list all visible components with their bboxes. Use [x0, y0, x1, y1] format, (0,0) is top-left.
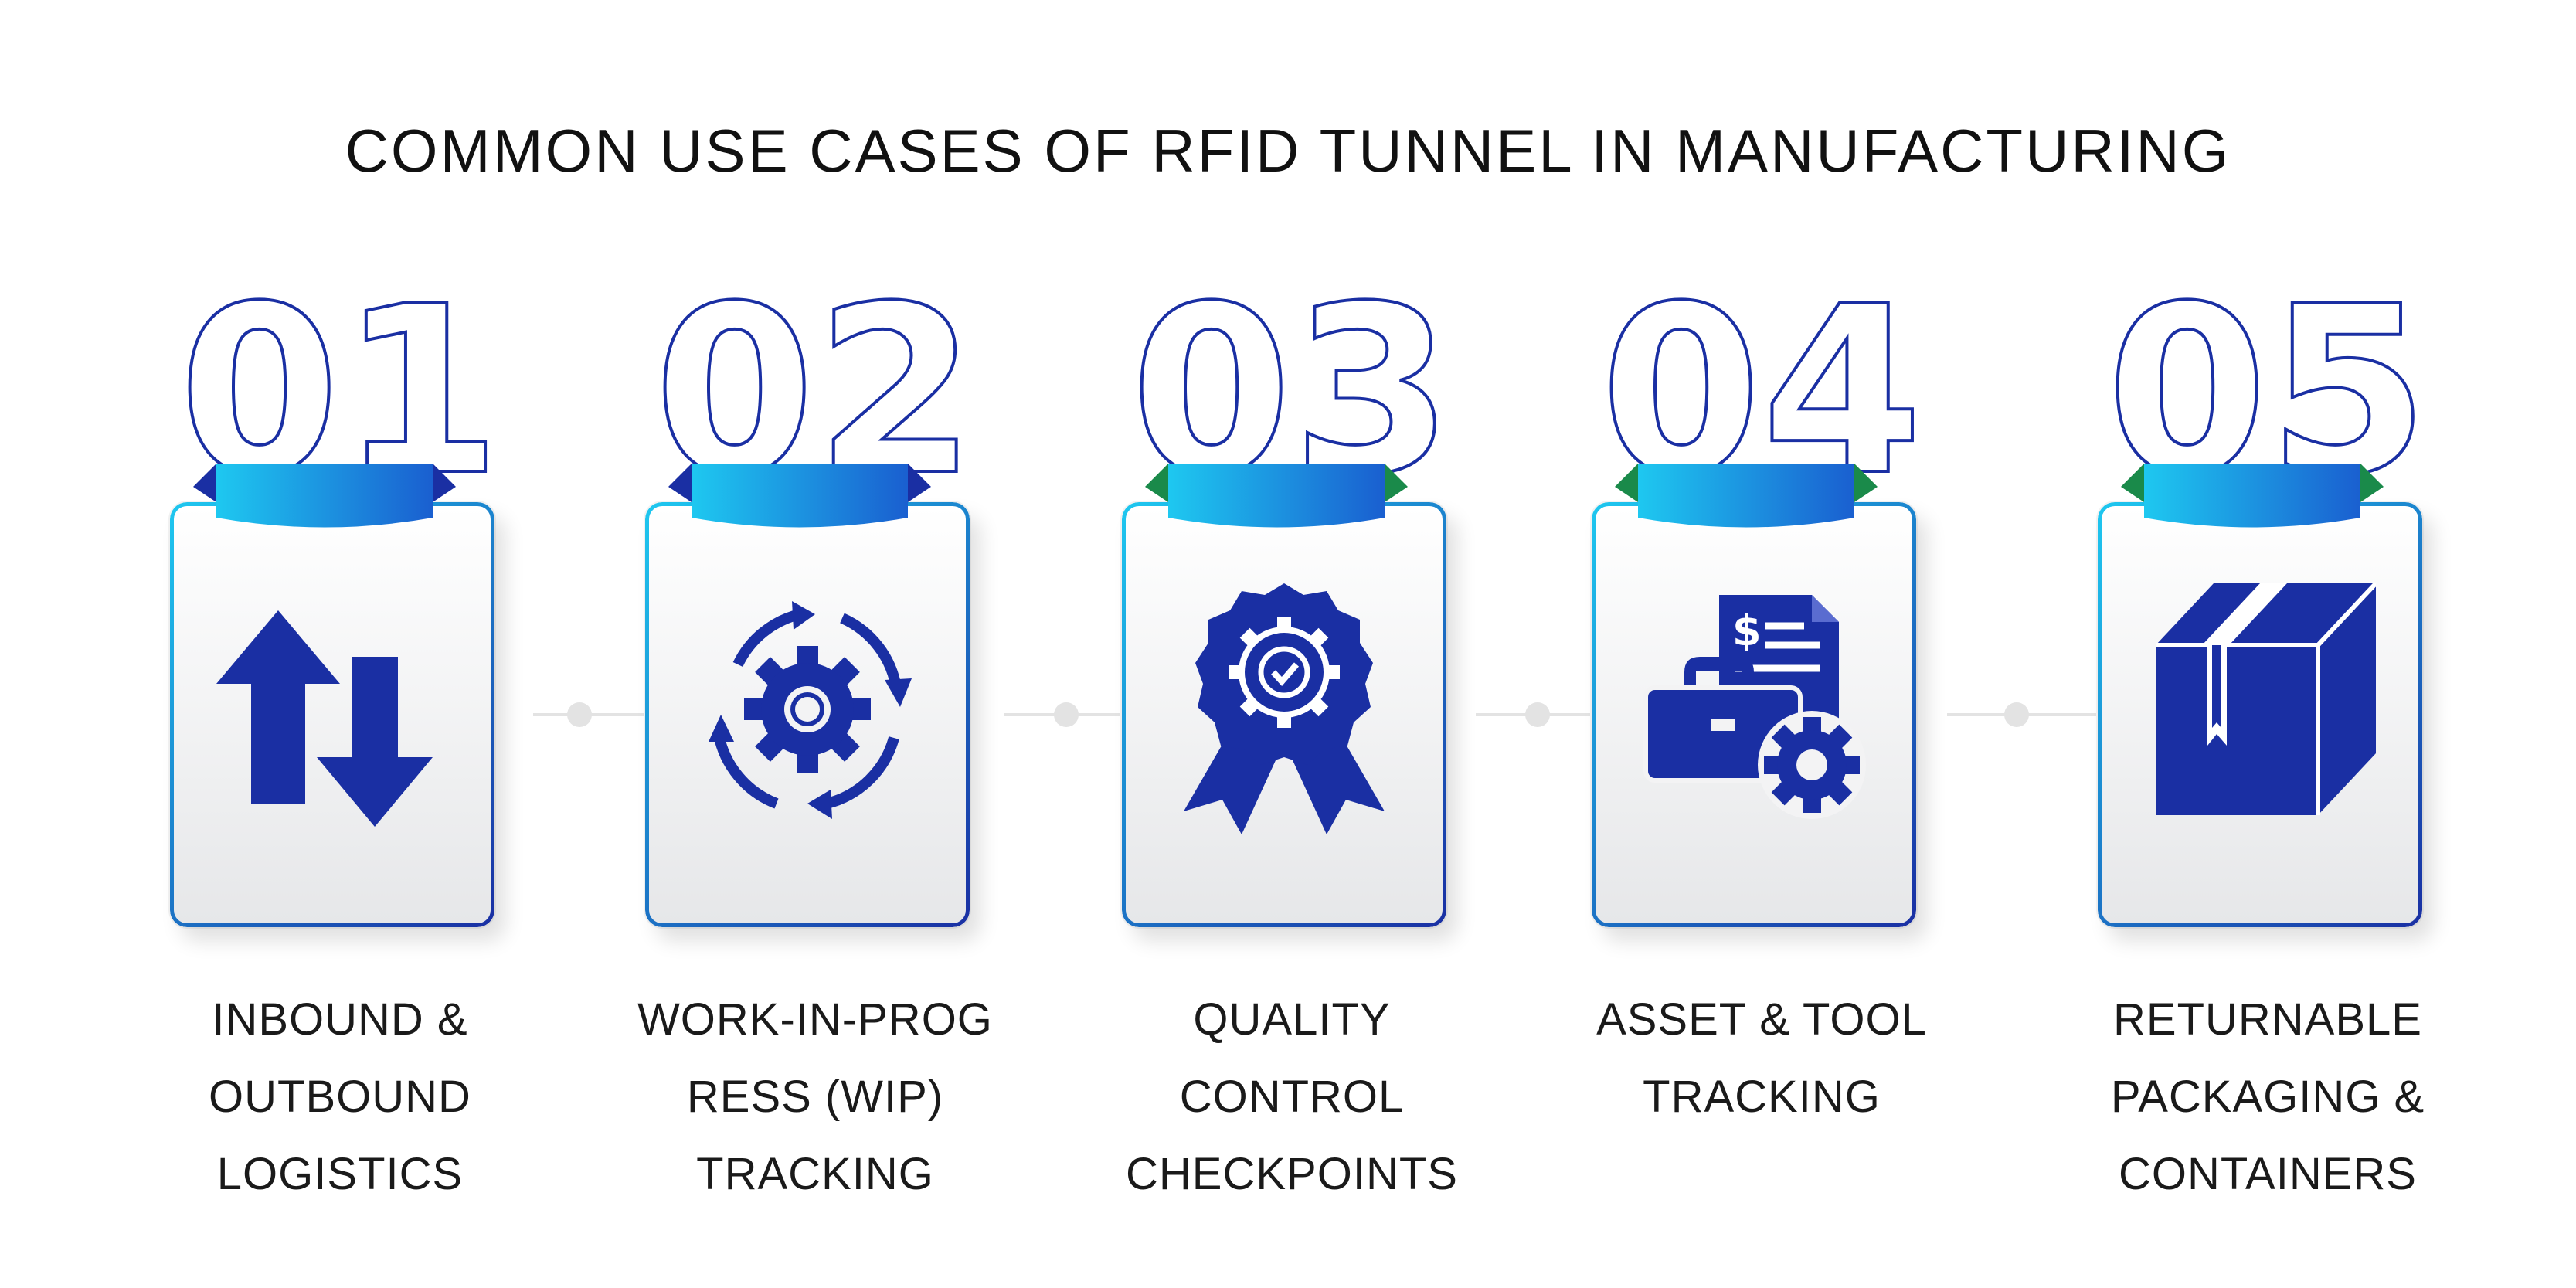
step-tab-4	[1615, 456, 1878, 541]
step-label-2: WORK-IN-PROG RESS (WIP) TRACKING	[637, 994, 993, 1199]
up-down-arrows-icon	[216, 579, 448, 834]
package-box-icon	[2144, 579, 2376, 834]
step-number-4: 04	[1584, 255, 1939, 528]
step-label-5: RETURNABLE PACKAGING & CONTAINERS	[2110, 994, 2425, 1199]
step-card-2: 02	[637, 255, 993, 1199]
step-tab-3	[1145, 456, 1408, 541]
connector-4-5	[1947, 699, 2102, 730]
gear-cycle-icon	[692, 579, 923, 834]
step-card-4: 04 $	[1584, 255, 1939, 1122]
step-number-1: 01	[162, 255, 518, 528]
svg-text:$: $	[1732, 607, 1762, 655]
step-box-1	[170, 502, 494, 927]
step-card-5: 05 RETURNABLE PACKAGING & CONTAINERS	[2090, 255, 2445, 1199]
page-title: COMMON USE CASES OF RFID TUNNEL IN MANUF…	[345, 117, 2231, 185]
step-card-1: 01 INBOUND & OUTBOUND LOGISTICS	[162, 255, 518, 1199]
step-number-5: 05	[2090, 255, 2445, 528]
quality-badge-icon	[1168, 579, 1400, 834]
step-number-3: 03	[1114, 255, 1470, 528]
step-label-1: INBOUND & OUTBOUND LOGISTICS	[209, 994, 471, 1199]
step-card-3: 03	[1114, 255, 1470, 1199]
asset-tools-icon: $	[1638, 579, 1870, 834]
step-label-4: ASSET & TOOL TRACKING	[1596, 994, 1927, 1122]
step-tab-5	[2121, 456, 2384, 541]
step-number-2: 02	[637, 255, 993, 528]
step-tab-2	[668, 456, 931, 541]
step-label-3: QUALITY CONTROL CHECKPOINTS	[1126, 994, 1458, 1199]
step-tab-1	[193, 456, 456, 541]
